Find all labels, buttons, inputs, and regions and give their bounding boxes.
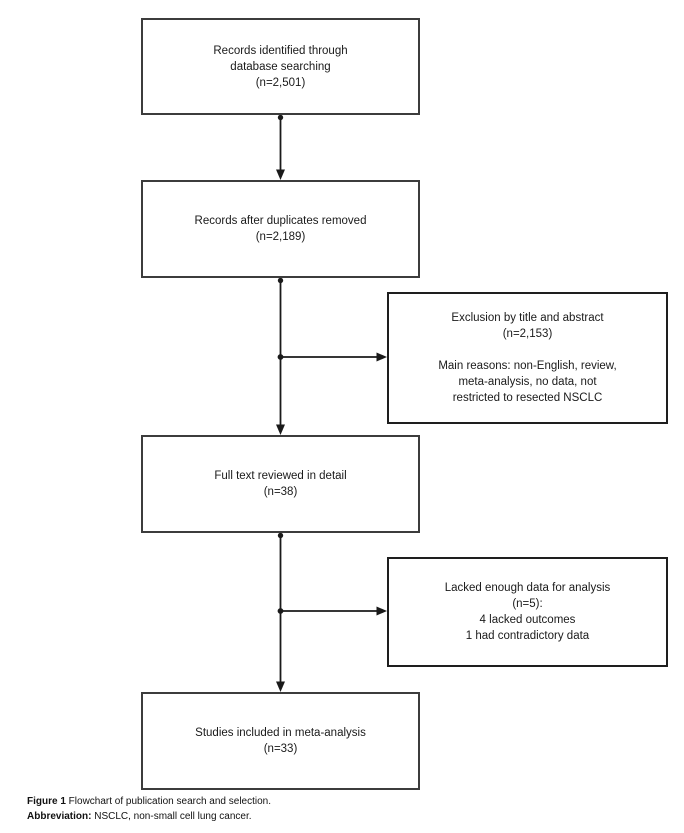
figure-caption-line: Figure 1 Flowchart of publication search… <box>27 794 271 809</box>
connector-fulltext-to-included <box>276 532 387 692</box>
flow-box-full-text-reviewed: Full text reviewed in detail (n=38) <box>141 435 420 533</box>
flow-box-included-meta-analysis: Studies included in meta-analysis (n=33) <box>141 692 420 790</box>
figure-label: Figure 1 <box>27 796 66 807</box>
flow-box-full-text-reviewed-text: Full text reviewed in detail (n=38) <box>214 470 347 498</box>
connector-identified-to-duplicates <box>276 114 285 180</box>
flow-box-records-identified: Records identified through database sear… <box>141 18 420 115</box>
abbreviation-line: Abbreviation: NSCLC, non-small cell lung… <box>27 809 271 824</box>
flow-box-included-meta-analysis-text: Studies included in meta-analysis (n=33) <box>195 727 366 755</box>
flow-box-exclusion-title-abstract: Exclusion by title and abstract (n=2,153… <box>387 292 668 424</box>
figure-caption-text: Flowchart of publication search and sele… <box>65 796 272 807</box>
flow-box-lacked-data: Lacked enough data for analysis (n=5): 4… <box>387 557 668 667</box>
flow-box-lacked-data-text: Lacked enough data for analysis (n=5): 4… <box>444 582 611 642</box>
figure-caption: Figure 1 Flowchart of publication search… <box>27 794 271 824</box>
flow-box-exclusion-title-abstract-text: Exclusion by title and abstract (n=2,153… <box>438 312 617 404</box>
flow-box-records-identified-text: Records identified through database sear… <box>213 44 348 89</box>
connector-duplicates-to-fulltext <box>276 277 387 435</box>
abbreviation-text: NSCLC, non-small cell lung cancer. <box>91 811 252 822</box>
flow-box-duplicates-removed: Records after duplicates removed (n=2,18… <box>141 180 420 278</box>
abbreviation-label: Abbreviation: <box>27 811 92 822</box>
flow-box-duplicates-removed-text: Records after duplicates removed (n=2,18… <box>194 215 367 243</box>
